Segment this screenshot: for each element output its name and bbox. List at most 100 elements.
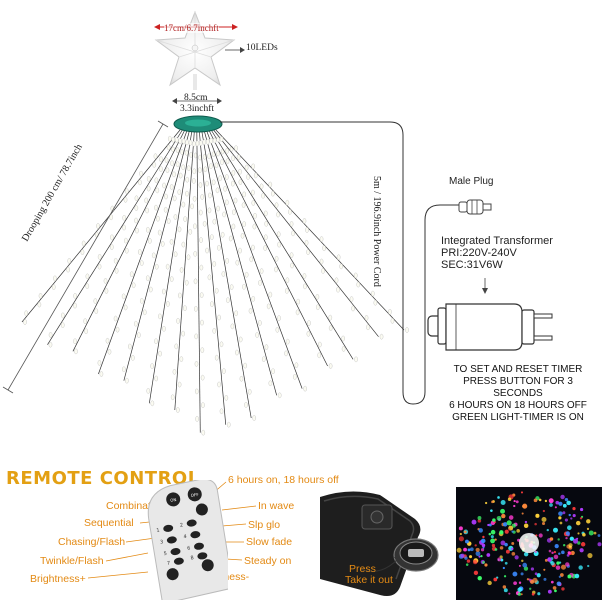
- led-bulb: [225, 258, 229, 264]
- remote-mode-button: [186, 519, 197, 527]
- led-bulb: [159, 166, 163, 172]
- led-bulb: [165, 263, 170, 270]
- led-bulb: [304, 239, 309, 246]
- lit-led-dot: [537, 592, 541, 596]
- led-bulb: [166, 218, 171, 224]
- lit-led-dot: [504, 561, 508, 565]
- light-string: [72, 129, 186, 352]
- lit-led-dot: [548, 549, 552, 553]
- leds-label: 10LEDs: [246, 43, 278, 53]
- led-bulb: [154, 263, 159, 270]
- led-bulb: [231, 223, 236, 230]
- led-bulb: [163, 206, 168, 213]
- led-bulb: [319, 258, 324, 265]
- led-bulb: [216, 150, 220, 157]
- led-bulb: [212, 261, 217, 267]
- led-bulb: [172, 369, 177, 375]
- led-bulb: [271, 190, 275, 197]
- led-bulb: [217, 314, 221, 321]
- lit-led-dot: [553, 550, 557, 554]
- led-bulb: [137, 249, 142, 255]
- lit-led-dot: [481, 543, 486, 548]
- led-bulb: [48, 332, 53, 338]
- led-bulb: [160, 241, 165, 247]
- lit-led-dot: [499, 530, 504, 535]
- transformer-pri: PRI:220V-240V: [441, 247, 517, 259]
- led-bulb: [177, 226, 182, 233]
- lit-led-dot: [567, 574, 572, 579]
- led-bulb: [251, 296, 256, 302]
- male-plug-label: Male Plug: [449, 176, 494, 187]
- lit-led-dot: [480, 554, 483, 558]
- led-bulb: [315, 293, 320, 300]
- led-bulb: [185, 190, 189, 197]
- remote-button-number: 7: [167, 560, 171, 566]
- led-bulb: [364, 315, 369, 321]
- led-bulb: [139, 298, 144, 304]
- light-string: [198, 129, 227, 425]
- led-bulb: [60, 322, 65, 328]
- lit-led-dot: [534, 572, 538, 576]
- led-bulb: [193, 278, 198, 285]
- led-bulb: [145, 275, 150, 281]
- led-bulb: [242, 221, 247, 227]
- lit-led-dot: [562, 511, 566, 515]
- led-bulb: [251, 163, 255, 170]
- led-bulb: [356, 281, 361, 288]
- remote-label-right-0: In wave: [258, 500, 295, 512]
- lit-led-dot: [475, 547, 480, 552]
- led-bulb: [296, 298, 301, 305]
- lit-led-dot: [477, 516, 482, 520]
- lit-led-dot: [558, 575, 562, 578]
- lit-led-dot: [579, 548, 584, 553]
- led-bulb: [181, 201, 186, 208]
- led-bulb: [336, 286, 340, 293]
- led-bulb: [285, 199, 290, 206]
- led-bulb: [214, 354, 219, 361]
- led-bulb: [83, 318, 87, 324]
- lit-led-dot: [508, 592, 511, 595]
- led-bulb: [242, 191, 246, 198]
- timer-line-4: GREEN LIGHT-TIMER IS ON: [452, 412, 584, 423]
- led-bulb: [193, 251, 198, 257]
- led-bulb: [210, 301, 214, 307]
- led-bulb: [152, 162, 157, 168]
- led-bulb: [239, 375, 244, 382]
- led-bulb: [105, 337, 110, 344]
- led-bulb: [284, 288, 289, 294]
- led-bulb: [268, 380, 273, 387]
- timer-line-1: TO SET AND RESET TIMER: [453, 364, 583, 375]
- lit-led-dot: [482, 560, 485, 564]
- lit-led-dot: [478, 555, 481, 558]
- lit-led-dot: [507, 497, 512, 501]
- star-size-label: 17cm/6.7inchft: [164, 23, 219, 33]
- lit-led-dot: [559, 573, 564, 577]
- remote-label-left-4: Brightness+: [30, 573, 86, 585]
- led-bulb: [339, 263, 343, 270]
- led-bulb: [154, 204, 158, 211]
- led-bulb: [253, 213, 257, 219]
- led-bulb: [148, 286, 153, 293]
- lit-led-dot: [497, 496, 500, 499]
- lit-led-dot: [572, 507, 576, 511]
- led-bulb: [390, 318, 395, 324]
- lit-led-dot: [490, 509, 493, 512]
- lit-led-dot: [484, 501, 488, 505]
- lit-led-dot: [490, 535, 494, 539]
- led-bulb: [221, 271, 226, 277]
- led-bulb: [159, 156, 163, 163]
- remote-label-left-1: Sequential: [84, 517, 134, 529]
- lit-led-dot: [597, 534, 601, 537]
- lit-led-dot: [567, 551, 571, 555]
- lit-led-dot: [458, 526, 463, 531]
- led-bulb: [232, 209, 236, 216]
- led-bulb: [289, 252, 294, 258]
- led-bulb: [48, 341, 53, 348]
- lit-led-dot: [580, 542, 586, 547]
- lit-led-dot: [541, 521, 546, 526]
- battery-instruction-1: Press: [349, 563, 376, 575]
- lit-led-dot: [548, 498, 554, 504]
- lit-led-dot: [504, 542, 508, 547]
- led-bulb: [121, 293, 126, 300]
- lit-led-dot: [562, 503, 567, 508]
